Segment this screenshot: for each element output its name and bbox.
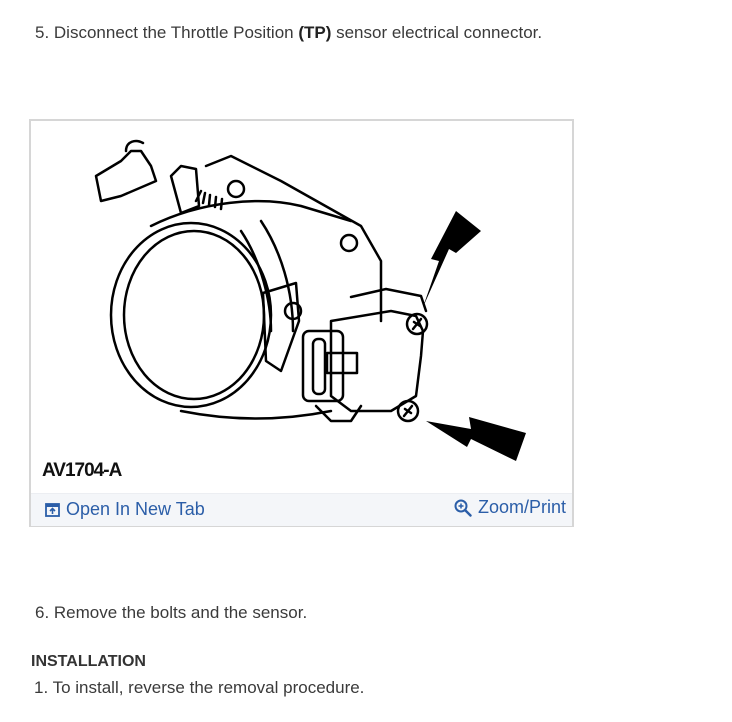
figure-container: AV1704-A Open In New Tab Zoom/Print (29, 119, 574, 527)
step-5-prefix: 5. Disconnect the Throttle Position (35, 23, 299, 42)
figure-action-bar: Open In New Tab Zoom/Print (31, 493, 572, 526)
step-5-abbreviation: (TP) (298, 23, 332, 42)
open-in-new-tab-label: Open In New Tab (66, 499, 205, 519)
step-6-text: 6. Remove the bolts and the sensor. (35, 603, 308, 622)
throttle-body-illustration (94, 139, 526, 461)
figure-caption: AV1704-A (42, 460, 122, 481)
zoom-in-icon (454, 499, 472, 517)
zoom-print-link[interactable]: Zoom/Print (454, 497, 566, 518)
step-5-text: 5. Disconnect the Throttle Position (TP)… (35, 23, 542, 43)
installation-heading: INSTALLATION (31, 653, 146, 670)
zoom-print-label: Zoom/Print (477, 497, 566, 517)
installation-step-1: 1. To install, reverse the removal proce… (34, 678, 365, 697)
step-5-suffix: sensor electrical connector. (331, 23, 543, 42)
open-in-new-tab-link[interactable]: Open In New Tab (45, 499, 205, 520)
open-new-tab-icon (45, 502, 60, 517)
